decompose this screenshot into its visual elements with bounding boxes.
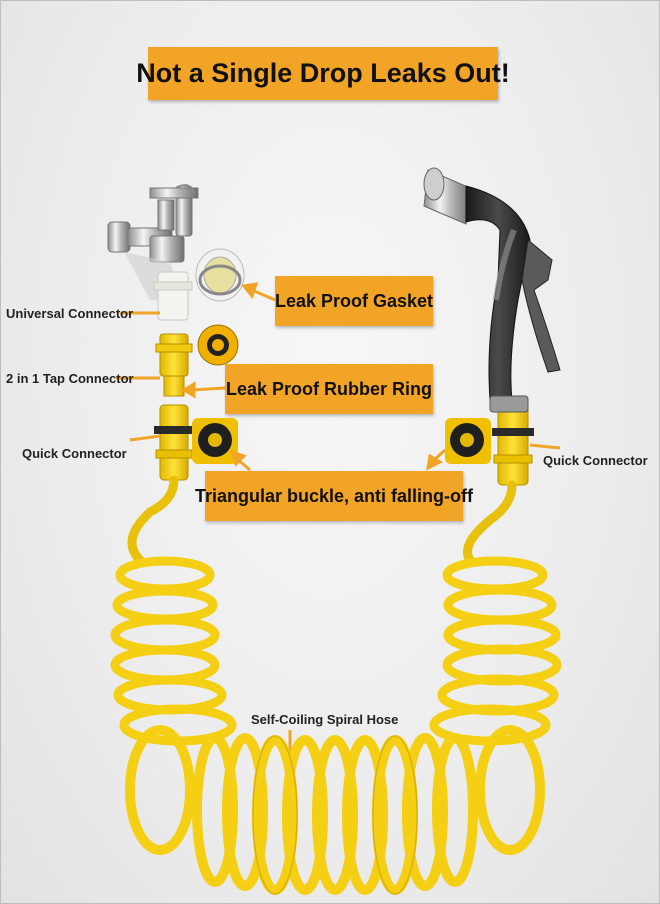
gasket-icon [195, 248, 245, 302]
label-quick-connector-left: Quick Connector [22, 446, 127, 461]
rubber-ring-icon [197, 324, 239, 366]
label-universal-connector: Universal Connector [6, 306, 134, 321]
buckle-detail-right-icon [445, 418, 491, 464]
label-tap-connector: 2 in 1 Tap Connector [6, 371, 134, 386]
callout-arrows [116, 282, 561, 770]
callout-buckle: Triangular buckle, anti falling-off [195, 471, 473, 521]
quick-connector-left-icon [154, 404, 194, 481]
spray-nozzle-icon [423, 167, 561, 413]
quick-connector-right-icon [492, 404, 534, 486]
label-quick-connector-right: Quick Connector [543, 453, 648, 468]
callout-rubber-ring: Leak Proof Rubber Ring [225, 364, 433, 414]
buckle-detail-left-icon [192, 418, 238, 464]
label-spiral-hose: Self-Coiling Spiral Hose [251, 712, 399, 727]
callout-gasket: Leak Proof Gasket [275, 276, 433, 326]
coiled-hose-icon [110, 475, 562, 895]
universal-connector-icon [153, 271, 193, 321]
page-title: Not a Single Drop Leaks Out! [136, 47, 510, 100]
tap-connector-icon [155, 333, 193, 397]
